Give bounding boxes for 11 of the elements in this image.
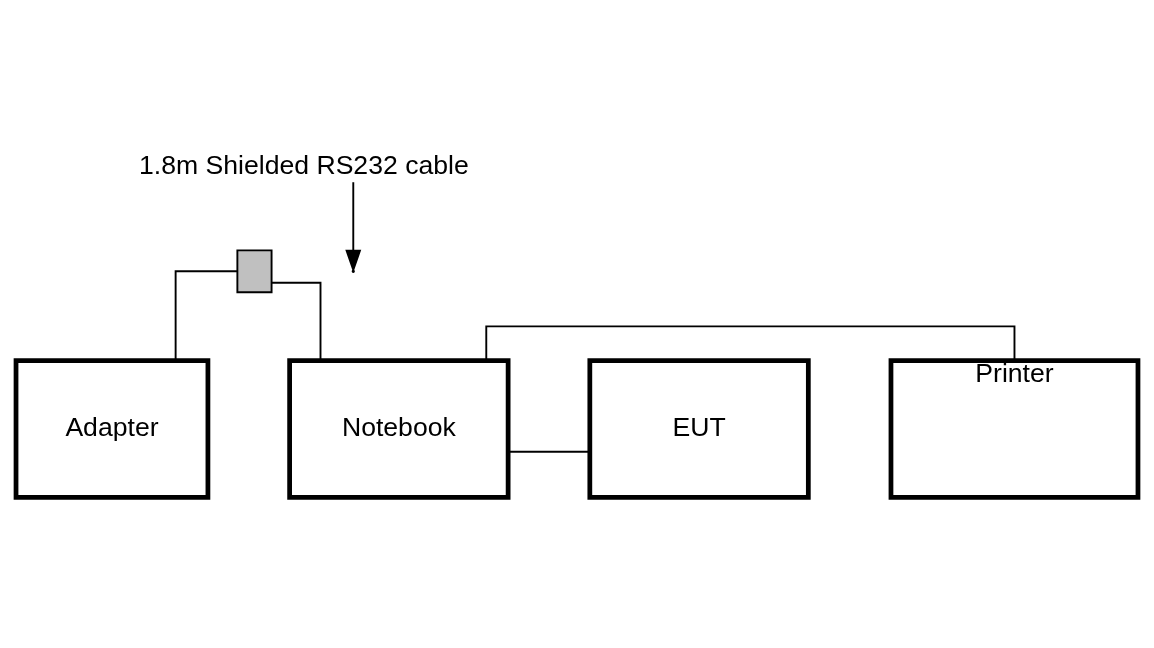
connector xyxy=(270,281,322,361)
connector xyxy=(508,450,591,453)
arrow xyxy=(345,180,362,273)
node-box: Adapter xyxy=(13,357,211,500)
node-box: Printer xyxy=(888,357,1141,500)
connector xyxy=(174,269,238,361)
connector xyxy=(485,324,1016,361)
node-box: Notebook xyxy=(287,357,511,500)
node-text: 1.8m Shielded RS232 cable xyxy=(139,149,469,180)
node-box xyxy=(236,248,273,293)
node-box: EUT xyxy=(587,357,811,500)
